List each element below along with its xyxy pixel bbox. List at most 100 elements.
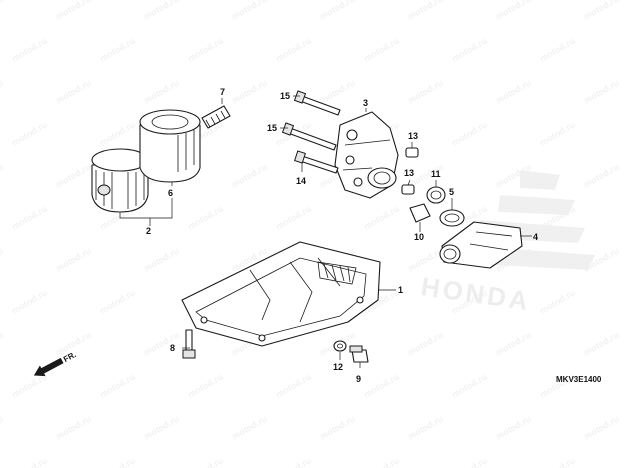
site-watermark-text: motod.ru: [54, 78, 93, 106]
pump-bolt-upper: [293, 90, 341, 116]
site-watermark-text: motod.ru: [98, 120, 137, 148]
site-watermark-text: motod.ru: [582, 78, 621, 106]
site-watermark-text: motod.ru: [274, 456, 313, 468]
site-watermark-text: motod.ru: [0, 246, 5, 274]
callout-15-lower: 15: [267, 123, 277, 133]
site-watermark-text: motod.ru: [54, 414, 93, 442]
callout-12: 12: [333, 362, 343, 372]
site-watermark-text: motod.ru: [494, 414, 533, 442]
site-watermark-text: motod.ru: [318, 0, 357, 22]
site-watermark-text: motod.ru: [10, 456, 49, 468]
dowel-pin-lower: [401, 184, 415, 195]
site-watermark-text: motod.ru: [274, 372, 313, 400]
site-watermark-text: motod.ru: [142, 78, 181, 106]
site-watermark-text: motod.ru: [54, 0, 93, 22]
oil-pan: [181, 241, 381, 347]
pan-bolt: [182, 329, 196, 359]
pump-bolt-middle: [281, 122, 337, 151]
site-watermark-text: motod.ru: [406, 0, 445, 22]
site-watermark-text: motod.ru: [318, 414, 357, 442]
callout-1: 1: [398, 285, 403, 295]
site-watermark-text: motod.ru: [0, 330, 5, 358]
site-watermark-text: motod.ru: [450, 120, 489, 148]
site-watermark-text: motod.ru: [142, 414, 181, 442]
callout-7: 7: [220, 87, 225, 97]
front-arrow-icon: [33, 357, 64, 377]
site-watermark-text: motod.ru: [538, 36, 577, 64]
o-ring: [426, 186, 446, 204]
site-watermark-text: motod.ru: [230, 414, 269, 442]
site-watermark-text: motod.ru: [186, 372, 225, 400]
site-watermark-text: motod.ru: [582, 414, 621, 442]
callout-9: 9: [356, 374, 361, 384]
site-watermark-text: motod.ru: [538, 456, 577, 468]
callout-15-upper: 15: [280, 91, 290, 101]
callout-6: 6: [168, 188, 173, 198]
site-watermark-text: motod.ru: [582, 330, 621, 358]
site-watermark-text: motod.ru: [0, 78, 5, 106]
site-watermark-text: motod.ru: [230, 0, 269, 22]
callout-13-lower: 13: [404, 168, 414, 178]
oil-filter-front: [91, 148, 149, 213]
site-watermark-text: motod.ru: [10, 36, 49, 64]
site-watermark-text: motod.ru: [230, 162, 269, 190]
oil-filter-rear: [139, 109, 201, 183]
site-watermark-text: motod.ru: [98, 372, 137, 400]
honda-brand-watermark: HONDA: [419, 271, 532, 316]
oil-pump-assembly: [334, 111, 399, 199]
site-watermark-text: motod.ru: [494, 78, 533, 106]
callout-14: 14: [296, 176, 306, 186]
site-watermark-text: motod.ru: [318, 78, 357, 106]
oil-strainer: [439, 221, 523, 269]
callout-13-upper: 13: [408, 131, 418, 141]
site-watermark-text: motod.ru: [0, 414, 5, 442]
callout-10: 10: [414, 232, 424, 242]
callout-5: 5: [449, 187, 454, 197]
site-watermark-text: motod.ru: [10, 120, 49, 148]
site-watermark-text: motod.ru: [406, 78, 445, 106]
callout-11: 11: [431, 169, 441, 179]
leader-lines: [119, 95, 532, 368]
gasket: [409, 203, 431, 223]
site-watermark-text: motod.ru: [450, 456, 489, 468]
oil-seal: [439, 209, 465, 227]
site-watermark-text: motod.ru: [362, 36, 401, 64]
site-watermark-text: motod.ru: [10, 288, 49, 316]
site-watermark-text: motod.ru: [538, 120, 577, 148]
drain-washer: [333, 340, 347, 352]
site-watermark-text: motod.ru: [142, 0, 181, 22]
site-watermark-text: motod.ru: [54, 162, 93, 190]
diagram-code: MKV3E1400: [556, 375, 602, 384]
site-watermark-text: motod.ru: [450, 36, 489, 64]
site-watermark-text: motod.ru: [186, 456, 225, 468]
site-watermark-text: motod.ru: [230, 78, 269, 106]
site-watermark-text: motod.ru: [0, 0, 5, 22]
site-watermark-text: motod.ru: [10, 204, 49, 232]
site-watermark-text: motod.ru: [362, 456, 401, 468]
site-watermark-text: motod.ru: [450, 372, 489, 400]
site-watermark-text: motod.ru: [98, 288, 137, 316]
site-watermark-text: motod.ru: [582, 0, 621, 22]
site-watermark-text: motod.ru: [494, 330, 533, 358]
dowel-pin-upper: [405, 147, 419, 158]
site-watermark-text: motod.ru: [98, 36, 137, 64]
site-watermark-text: motod.ru: [538, 288, 577, 316]
site-watermark-text: motod.ru: [494, 0, 533, 22]
site-watermark-text: motod.ru: [274, 204, 313, 232]
site-watermark-text: motod.ru: [406, 246, 445, 274]
callout-4: 4: [533, 232, 538, 242]
site-watermark-text: motod.ru: [362, 204, 401, 232]
site-watermark-text: motod.ru: [362, 372, 401, 400]
site-watermark-text: motod.ru: [98, 456, 137, 468]
site-watermark-text: motod.ru: [142, 246, 181, 274]
site-watermark-text: motod.ru: [406, 330, 445, 358]
callout-2: 2: [146, 226, 151, 236]
site-watermark-text: motod.ru: [186, 36, 225, 64]
site-watermark-text: motod.ru: [582, 162, 621, 190]
callout-8: 8: [170, 343, 175, 353]
site-watermark-text: motod.ru: [54, 246, 93, 274]
site-watermark-text: motod.ru: [406, 414, 445, 442]
site-watermark-text: motod.ru: [0, 162, 5, 190]
